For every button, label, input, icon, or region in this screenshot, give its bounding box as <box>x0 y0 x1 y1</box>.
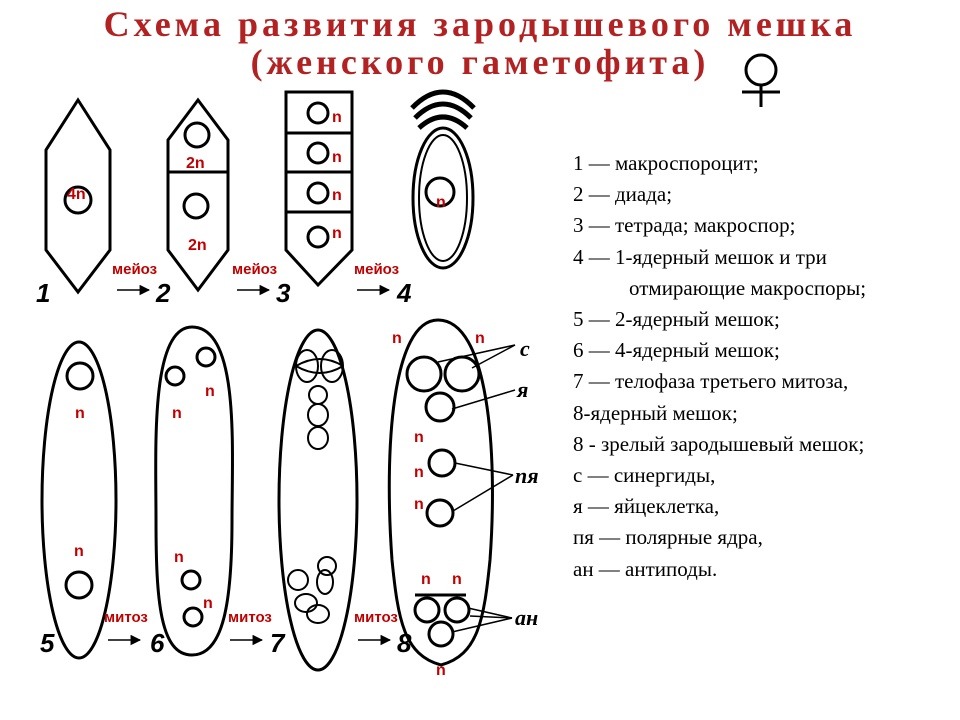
stage-number-4: 4 <box>396 278 412 308</box>
legend-item: я — яйцеклетка, <box>573 494 720 519</box>
ploidy-label: n <box>75 405 85 422</box>
legend-item: 7 — телофаза третьего митоза, <box>573 369 849 394</box>
female-symbol-icon <box>742 53 780 107</box>
ploidy-label: n <box>414 496 424 513</box>
ploidy-label: n <box>172 405 182 422</box>
ploidy-label: n <box>414 429 424 446</box>
ploidy-label: 4n <box>67 186 86 203</box>
step-label-meiosis-2: мейоз <box>232 261 277 278</box>
step-label-mitosis-2: митоз <box>228 609 272 626</box>
stage-number-1: 1 <box>36 278 50 308</box>
stage-5-two-nucleate-sac <box>40 340 118 660</box>
stage-number-2: 2 <box>155 278 171 308</box>
step-label-meiosis-1: мейоз <box>112 261 157 278</box>
legend-item: 4 — 1-ядерный мешок и три <box>573 244 827 269</box>
ploidy-label: 2n <box>188 237 207 254</box>
legend-item: 1 — макроспороцит; <box>573 151 759 175</box>
ploidy-label: n <box>203 595 213 612</box>
legend-item: 8 - зрелый зародышевый мешок; <box>573 431 865 456</box>
ploidy-label: n <box>414 464 424 481</box>
legend-item: 5 — 2-ядерный мешок; <box>573 307 780 332</box>
part-label-egg: я <box>516 377 528 402</box>
ploidy-label: n <box>174 549 184 566</box>
stage-7-telophase-third-mitosis <box>277 328 359 672</box>
stage-8-mature-embryo-sac <box>387 318 494 667</box>
stage-number-8: 8 <box>397 628 412 658</box>
title-line-1: Схема развития зародышевого мешка <box>103 4 857 44</box>
ploidy-label: n <box>421 571 431 588</box>
stage-number-3: 3 <box>276 278 291 308</box>
ploidy-label: n <box>332 149 342 166</box>
legend-item: пя — полярные ядра, <box>573 525 763 550</box>
legend-item: с — синергиды, <box>573 463 716 488</box>
ploidy-label: n <box>475 330 485 347</box>
legend-item: 3 — тетрада; макроспор; <box>573 213 796 238</box>
ploidy-label: n <box>332 225 342 242</box>
title-line-2: (женского гаметофита) <box>250 42 710 82</box>
legend: 1 — макроспороцит; 2 — диада; 3 — тетрад… <box>573 148 866 585</box>
leader-lines <box>437 344 516 633</box>
part-label-antipodes: ан <box>515 605 538 630</box>
stage-2-dyad <box>166 97 230 293</box>
stage-number-6: 6 <box>150 628 165 658</box>
transition-arrows <box>108 284 392 646</box>
legend-item: 6 — 4-ядерный мешок; <box>573 338 780 363</box>
ploidy-label: n <box>332 109 342 126</box>
ploidy-label: n <box>452 571 462 588</box>
ploidy-label: 2n <box>186 155 205 172</box>
ploidy-label: n <box>205 383 215 400</box>
stage-numbers: 1 2 3 4 5 6 7 8 <box>36 278 412 658</box>
stage-4-one-nucleate-sac <box>410 89 476 270</box>
legend-item: 2 — диада; <box>573 182 673 207</box>
ploidy-label: n <box>392 330 402 347</box>
legend-item: отмирающие макроспоры; <box>629 275 867 300</box>
step-label-mitosis-1: митоз <box>104 609 148 626</box>
stage-3-tetrad <box>284 90 354 288</box>
legend-item: 8-ядерный мешок; <box>573 400 738 425</box>
ploidy-label: n <box>436 194 446 211</box>
stage-number-7: 7 <box>270 628 286 658</box>
step-label-mitosis-3: митоз <box>354 609 398 626</box>
part-label-synergids: с <box>520 336 530 361</box>
part-label-polar-nuclei: пя <box>515 463 539 488</box>
ploidy-labels: 4n 2n 2n n n n n n n n n n n n n n n n n… <box>67 109 485 679</box>
ploidy-label: n <box>332 187 342 204</box>
legend-item: ан — антиподы. <box>573 556 718 581</box>
ploidy-label: n <box>74 543 84 560</box>
stage-6-four-nucleate-sac <box>154 325 234 657</box>
ploidy-label: n <box>436 662 446 679</box>
step-label-meiosis-3: мейоз <box>354 261 399 278</box>
stage-number-5: 5 <box>40 628 55 658</box>
stage-1-megasporocyte <box>44 97 112 295</box>
